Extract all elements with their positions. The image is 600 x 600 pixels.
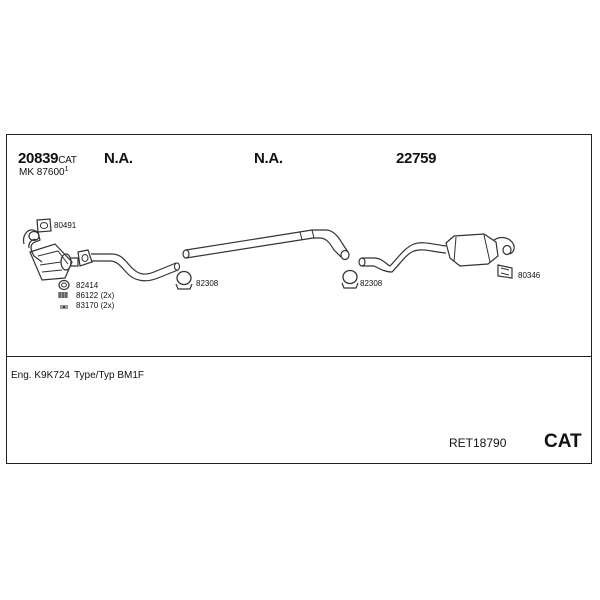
- nut-icon: [60, 305, 68, 309]
- vehicle-type: Type/Typ BM1F: [74, 370, 145, 381]
- rear-hanger-icon: [497, 264, 513, 279]
- clamp-mid-icon: [175, 270, 193, 290]
- catalytic-converter-icon: [22, 229, 79, 281]
- bolt-icon: [58, 292, 68, 298]
- engine-code: Eng. K9K724: [11, 370, 70, 381]
- label-clamp-front: 82414: [76, 281, 99, 290]
- label-bolt: 86122 (2x): [76, 291, 115, 300]
- label-nut: 83170 (2x): [76, 301, 115, 310]
- middle-pipe-icon: [182, 229, 350, 261]
- part-sub-number: MK 876001: [19, 166, 69, 178]
- label-hanger-rear: 80346: [518, 271, 541, 280]
- rear-silencer-icon: [358, 233, 515, 273]
- clamp-rear-icon: [341, 269, 359, 289]
- na-label-1: N.A.: [104, 150, 133, 167]
- gasket-front-icon: [36, 218, 52, 233]
- category-label: CAT: [544, 431, 582, 452]
- clamp-front-icon: [58, 279, 70, 291]
- part-main-number: 20839CAT: [18, 150, 77, 167]
- na-label-2: N.A.: [254, 150, 283, 167]
- part-rear-number: 22759: [396, 150, 437, 167]
- diagram-divider: [6, 356, 592, 357]
- label-clamp-mid: 82308: [196, 279, 219, 288]
- label-clamp-rear: 82308: [360, 279, 383, 288]
- diagram-frame: [6, 134, 592, 464]
- front-pipe-icon: [77, 249, 181, 282]
- reference-number: RET18790: [449, 436, 507, 450]
- label-gasket-front: 80491: [54, 221, 77, 230]
